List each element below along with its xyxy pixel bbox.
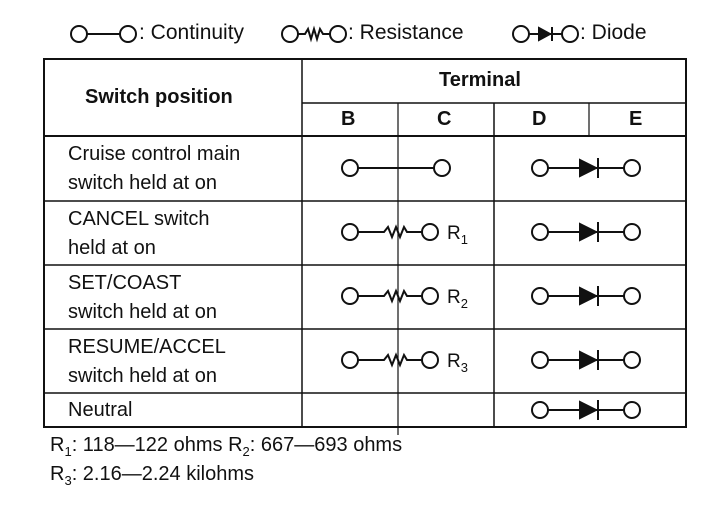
legend-diode-symbol — [512, 25, 579, 43]
row-2-diode-arrow — [579, 222, 599, 242]
row-1-diode-arrow — [579, 158, 599, 178]
row-2-terminal-e — [623, 223, 641, 241]
header-terminal-d: D — [532, 108, 547, 130]
resistor-label-r2: R2 — [447, 287, 468, 311]
header-switch-position: Switch position — [85, 86, 233, 108]
footnote-r3: R3: 2.16—2.24 kilohms — [50, 463, 255, 488]
row-3-bc-resistor — [358, 288, 422, 304]
row-1-label-line2: switch held at on — [68, 172, 217, 194]
legend-resistance-label: : Resistance — [348, 21, 464, 44]
row-3-terminal-b — [341, 287, 359, 305]
resistor-label-r1: R1 — [447, 223, 468, 247]
header-terminal-e: E — [629, 108, 643, 130]
row-1-terminal-e — [623, 159, 641, 177]
row-2-label-line2: held at on — [68, 237, 156, 259]
legend: : Continuity : Resistance : Diode — [0, 0, 704, 50]
row-5-terminal-e — [623, 401, 641, 419]
legend-continuity-label: : Continuity — [139, 21, 245, 44]
row-1-label-line1: Cruise control main — [68, 143, 241, 165]
row-5-label: Neutral — [68, 399, 133, 421]
row-5-diode-arrow — [579, 400, 599, 420]
row-3-diode-arrow — [579, 286, 599, 306]
row-3-terminal-c — [421, 287, 439, 305]
resistor-label-r3: R3 — [447, 351, 468, 375]
row-2-label-line1: CANCEL switch — [68, 208, 210, 230]
header-terminal-c: C — [437, 108, 452, 130]
row-3-terminal-e — [623, 287, 641, 305]
legend-continuity-symbol — [70, 25, 137, 43]
row-4-terminal-c — [421, 351, 439, 369]
terminal-symbols — [341, 158, 641, 420]
row-4-bc-resistor — [358, 352, 422, 368]
legend-resistance-symbol — [281, 25, 347, 43]
row-5-terminal-d — [531, 401, 549, 419]
legend-diode-label: : Diode — [580, 21, 647, 44]
row-1-terminal-c — [433, 159, 451, 177]
row-3-label-line1: SET/COAST — [68, 272, 182, 294]
table-frame — [43, 58, 687, 435]
row-4-diode-arrow — [579, 350, 599, 370]
row-4-label-line2: switch held at on — [68, 365, 217, 387]
row-2-terminal-c — [421, 223, 439, 241]
row-2-terminal-d — [531, 223, 549, 241]
row-3-label-line2: switch held at on — [68, 301, 217, 323]
row-1-terminal-d — [531, 159, 549, 177]
header-terminal-b: B — [341, 108, 356, 130]
row-4-terminal-d — [531, 351, 549, 369]
row-3-terminal-d — [531, 287, 549, 305]
header-terminal: Terminal — [439, 69, 521, 91]
row-1-terminal-b — [341, 159, 359, 177]
row-2-bc-resistor — [358, 224, 422, 240]
row-4-terminal-b — [341, 351, 359, 369]
footnote-r1-r2: R1: 118—122 ohms R2: 667—693 ohms — [50, 434, 403, 459]
row-4-terminal-e — [623, 351, 641, 369]
row-4-label-line1: RESUME/ACCEL — [68, 336, 226, 358]
row-2-terminal-b — [341, 223, 359, 241]
